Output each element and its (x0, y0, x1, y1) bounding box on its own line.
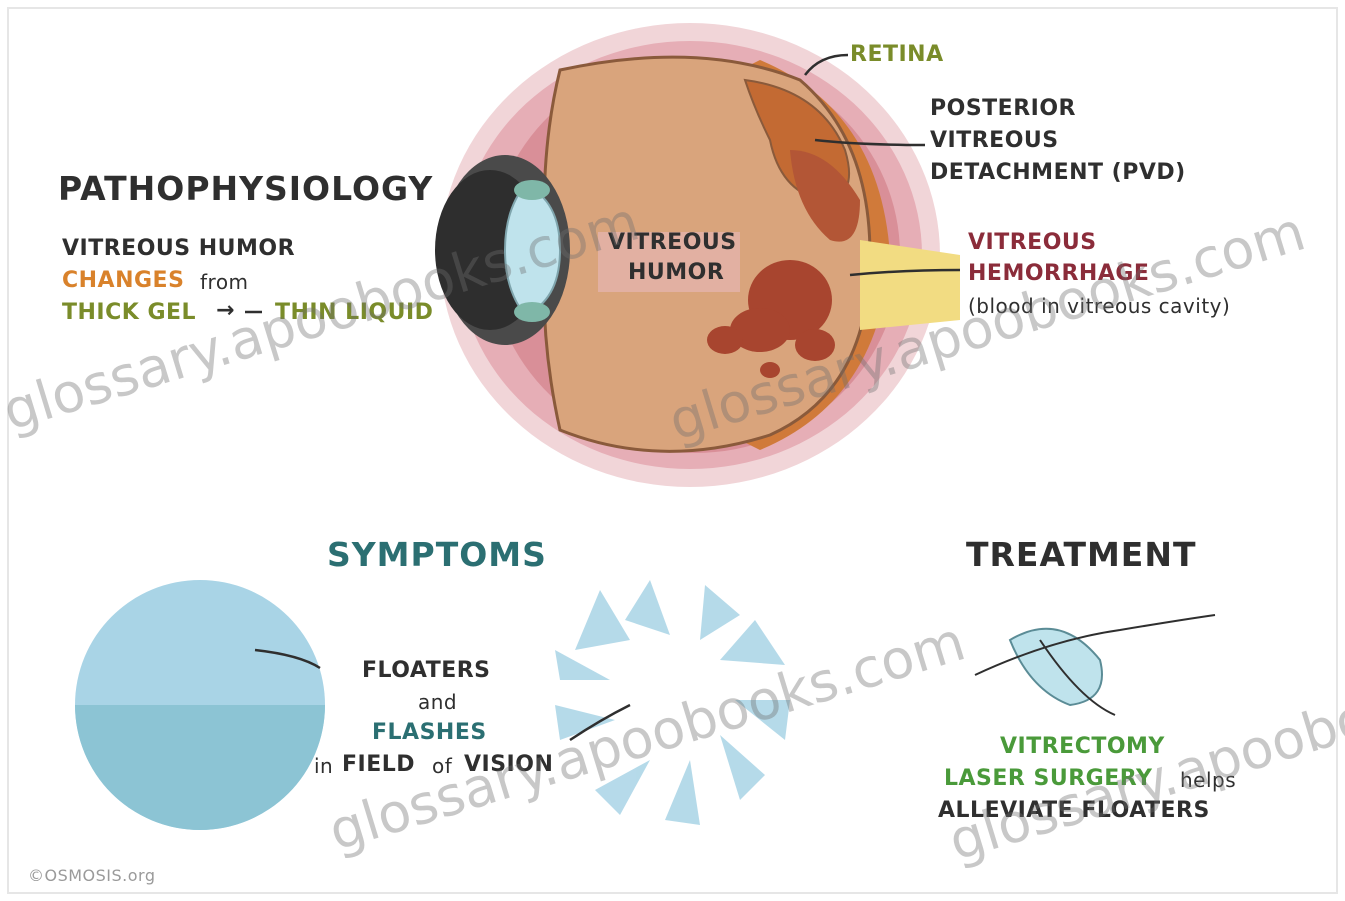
label-vitreous-humor-2: HUMOR (628, 262, 724, 284)
ciliary-body-bottom (514, 302, 550, 322)
symptom-floaters-view (75, 580, 325, 830)
ciliary-body-top (514, 180, 550, 200)
symptom-in: in (314, 756, 333, 776)
heading-treatment: TREATMENT (966, 538, 1196, 571)
heading-symptoms: SYMPTOMS (327, 538, 547, 571)
patho-thick-gel: THICK GEL (62, 302, 196, 324)
patho-from: from (200, 272, 249, 292)
label-pvd-3: DETACHMENT (PVD) (930, 162, 1186, 184)
patho-changes: CHANGES (62, 270, 184, 292)
symptom-and: and (418, 692, 457, 712)
floaters-lower (75, 705, 325, 830)
credit-text: ©OSMOSIS.org (28, 868, 156, 884)
label-pvd-2: VITREOUS (930, 130, 1059, 152)
symptom-field: FIELD (342, 754, 415, 776)
label-retina: RETINA (850, 44, 944, 66)
symptom-floaters: FLOATERS (362, 660, 491, 682)
label-hemorrhage-1: VITREOUS (968, 232, 1097, 254)
heading-pathophysiology: PATHOPHYSIOLOGY (58, 172, 433, 205)
vitrectomy-illustration (975, 615, 1215, 715)
label-pvd-1: POSTERIOR (930, 98, 1076, 120)
patho-vitreous-humor: VITREOUS HUMOR (62, 238, 295, 260)
symptom-flashes: FLASHES (372, 722, 487, 744)
